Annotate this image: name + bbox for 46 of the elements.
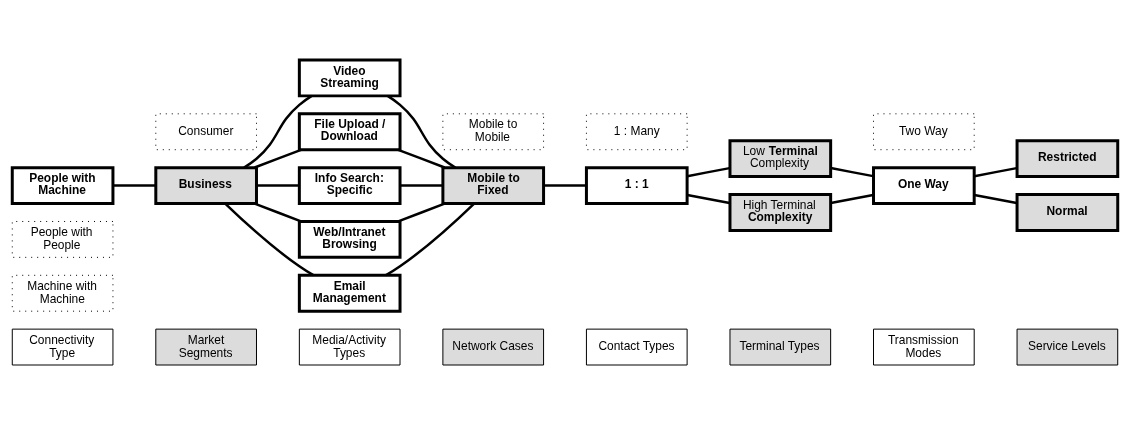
- node-box: Consumer: [155, 112, 257, 150]
- node-box: Business: [154, 165, 258, 205]
- node-box: Connectivity Type: [11, 328, 114, 365]
- node-box: High Terminal Complexity: [728, 192, 833, 232]
- connector: [254, 148, 302, 169]
- node-box: Web/Intranet Browsing: [297, 219, 402, 259]
- connector: [974, 193, 1017, 204]
- node-box: 1 : 1: [584, 165, 689, 205]
- connector: [224, 202, 314, 276]
- node-box: Low Terminal Complexity: [728, 138, 833, 178]
- connector: [113, 183, 156, 187]
- node-box: Two Way: [873, 112, 975, 150]
- node-box: Email Management: [297, 273, 402, 313]
- node-box: One Way: [872, 165, 976, 205]
- node-box: 1 : Many: [585, 112, 688, 150]
- node-box: File Upload / Download: [297, 111, 402, 151]
- connector: [687, 193, 730, 204]
- connector: [687, 166, 730, 177]
- connector: [256, 183, 299, 187]
- node-box: People with Machine: [10, 165, 115, 205]
- node-box: People with People: [11, 220, 114, 258]
- connector: [830, 166, 874, 177]
- node-box: Video Streaming: [297, 58, 402, 97]
- node-box: Network Cases: [442, 328, 545, 365]
- connector: [397, 202, 446, 222]
- node-box: Normal: [1015, 192, 1120, 232]
- node-box: Contact Types: [585, 328, 688, 365]
- connector: [385, 202, 476, 276]
- connector: [397, 148, 446, 169]
- node-box: Machine with Machine: [11, 274, 114, 312]
- node-box: Market Segments: [155, 328, 257, 365]
- node-box: Info Search: Specific: [297, 165, 402, 205]
- node-box: Terminal Types: [729, 328, 832, 365]
- connector: [543, 183, 587, 187]
- connector: [243, 94, 313, 169]
- node-box: Restricted: [1015, 138, 1120, 178]
- node-box: Media/Activity Types: [298, 328, 401, 365]
- node-box: Mobile to Fixed: [441, 165, 546, 205]
- node-box: Transmission Modes: [873, 328, 975, 365]
- connector: [974, 166, 1017, 177]
- connector: [400, 183, 443, 187]
- node-box: Mobile to Mobile: [442, 112, 545, 150]
- connector: [254, 202, 302, 222]
- node-box: Service Levels: [1016, 328, 1119, 365]
- connector: [830, 193, 874, 204]
- connector: [386, 94, 456, 169]
